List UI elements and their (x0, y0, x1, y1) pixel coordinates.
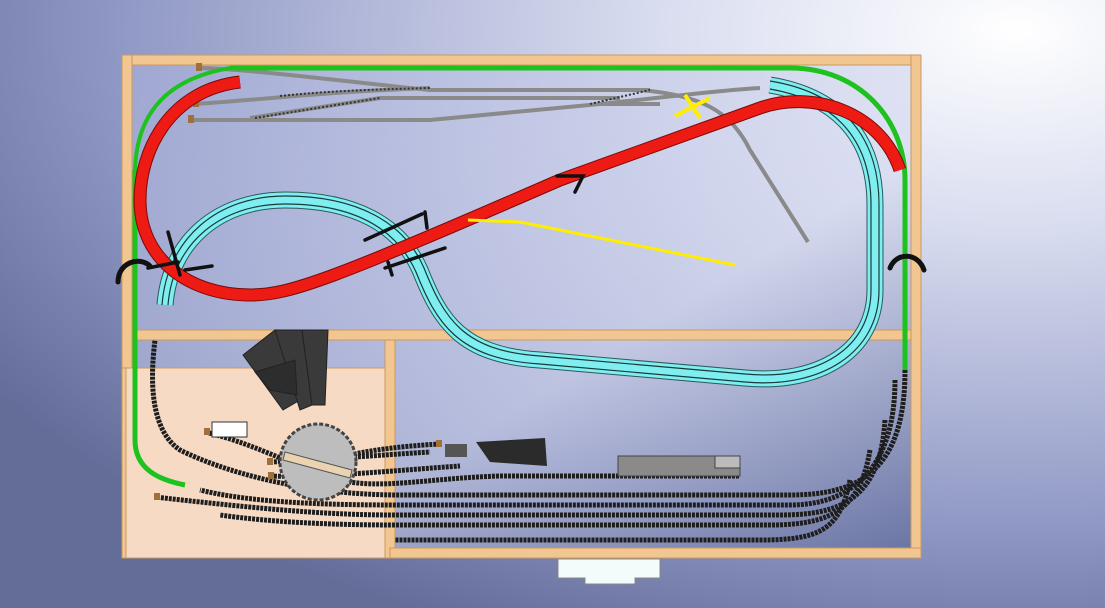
upper-sidings-sleepers (254, 87, 651, 119)
tunnel-portal-left (115, 258, 153, 285)
yard-tracks (150, 339, 908, 543)
turntable-bridge (282, 451, 353, 479)
roundhouse (242, 329, 329, 411)
arrow-right-icon (555, 174, 586, 194)
engine-shed-small (211, 421, 248, 438)
crossing-mark-center (363, 210, 447, 277)
buildings (445, 438, 741, 477)
cyan-loop-rails (161, 80, 880, 384)
tunnel-portal-right (887, 253, 927, 273)
main-line-green-top-left (133, 66, 231, 176)
red-route (134, 76, 906, 301)
crossing-mark-left (146, 230, 214, 277)
yellow-route-line (467, 218, 736, 267)
front-tab (557, 558, 661, 585)
cyan-loop-track-ballast (157, 77, 883, 387)
wood-frame (121, 54, 922, 559)
direction-arrows (115, 174, 927, 285)
yellow-x-marker (674, 93, 711, 120)
